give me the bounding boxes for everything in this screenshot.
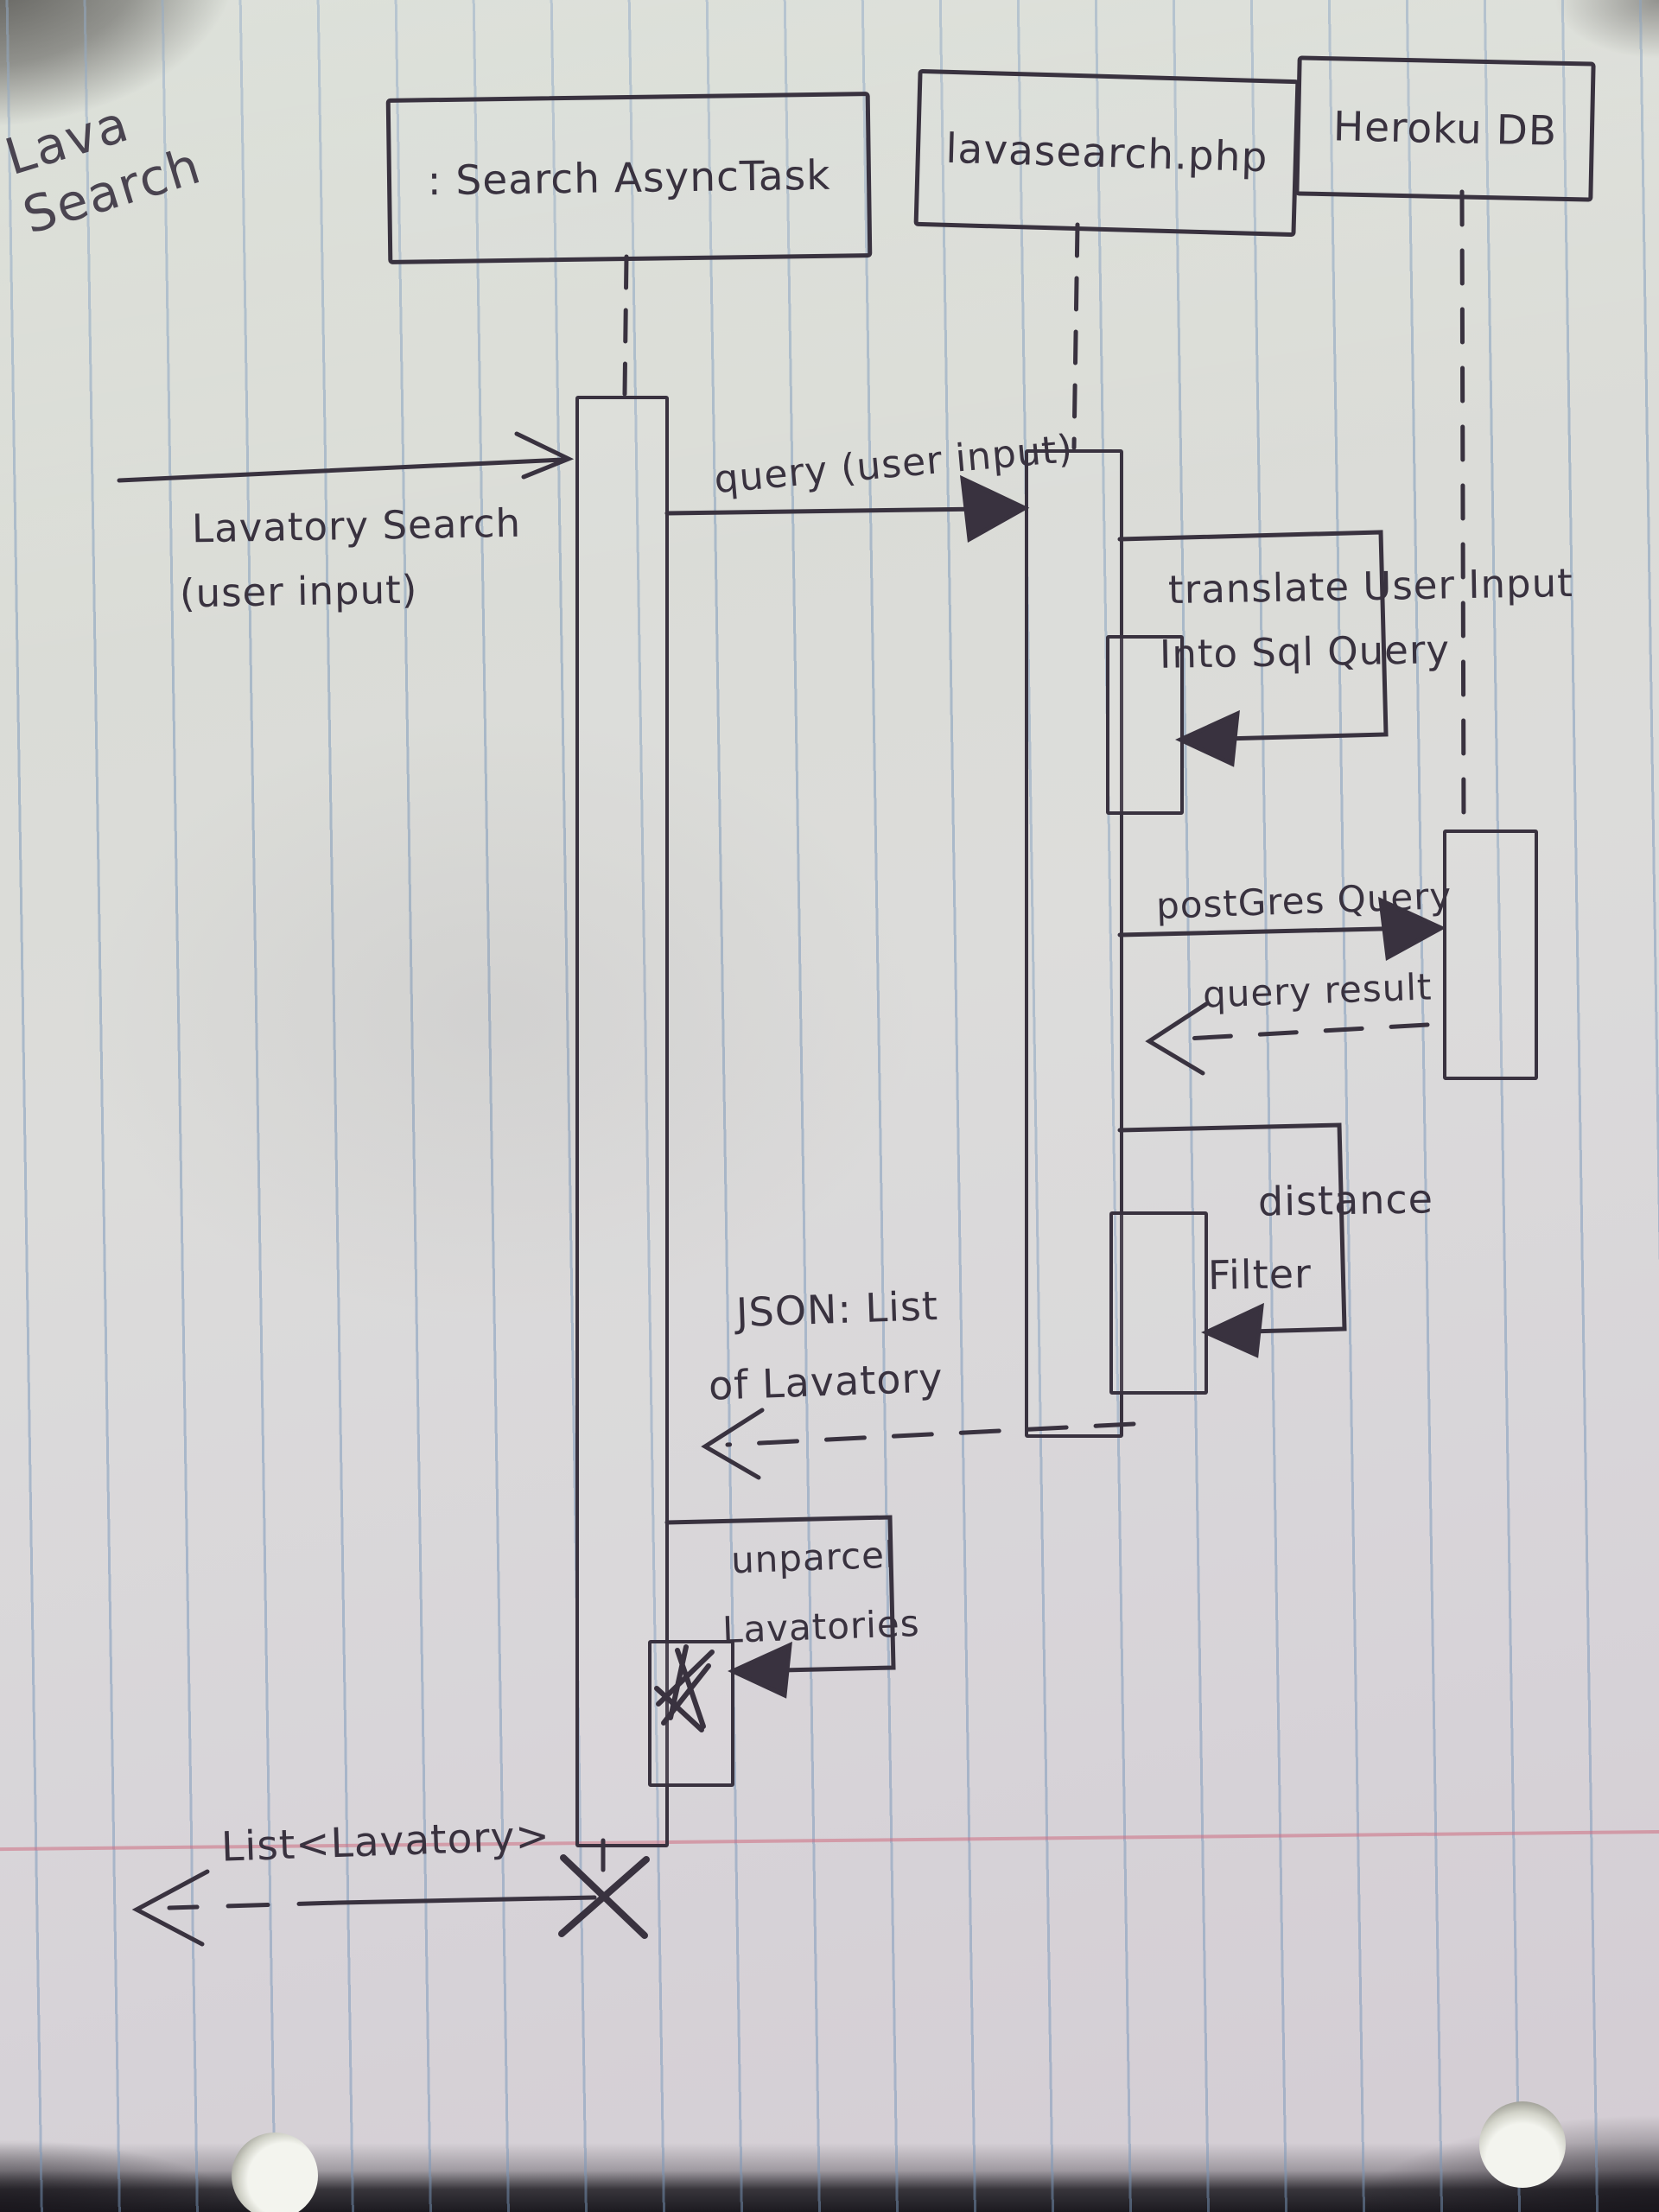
label-json-1: JSON: List bbox=[735, 1281, 939, 1337]
selfcall-distance-arrowhead bbox=[1201, 1302, 1264, 1358]
message-postgres-line bbox=[1117, 925, 1420, 938]
punch-hole-left bbox=[232, 2133, 318, 2212]
message-final-arrowhead bbox=[131, 1869, 210, 1947]
label-lavatory-search-2: (user input) bbox=[179, 566, 418, 617]
message-final-line-solid bbox=[336, 1895, 597, 1905]
selfcall-translate-path bbox=[1117, 530, 1389, 742]
lifeline-lavasearch bbox=[1071, 222, 1080, 450]
label-translate-2: Into Sql Query bbox=[1159, 626, 1451, 677]
activation-heroku bbox=[1443, 830, 1538, 1080]
lifeline-heroku bbox=[1459, 189, 1466, 830]
message-json-line bbox=[725, 1421, 1136, 1447]
scribble-marks bbox=[654, 1644, 715, 1732]
message-query-result-line bbox=[1169, 1022, 1430, 1042]
message-json-arrowhead bbox=[701, 1408, 765, 1480]
lifeline-search-asynctask bbox=[622, 254, 629, 397]
label-distance-1: distance bbox=[1257, 1175, 1434, 1225]
activation-lavasearch bbox=[1025, 449, 1123, 1438]
activation-distance-selfcall bbox=[1109, 1211, 1208, 1395]
message-lavatory-search-arrowhead bbox=[514, 431, 575, 480]
label-unparcel-1: unparcel bbox=[730, 1533, 897, 1582]
activation-translate-selfcall bbox=[1106, 635, 1184, 815]
selfcall-unparcel-arrowhead bbox=[728, 1641, 792, 1699]
label-lavatory-search-1: Lavatory Search bbox=[191, 499, 522, 552]
message-query-arrowhead bbox=[960, 474, 1030, 543]
activation-search-asynctask bbox=[575, 396, 669, 1847]
selfcall-distance-path bbox=[1117, 1122, 1347, 1335]
message-final-line-dashed bbox=[167, 1900, 341, 1910]
message-query-result-arrowhead bbox=[1145, 1001, 1209, 1076]
label-unparcel-2: Lavatories bbox=[721, 1602, 921, 1651]
label-translate-1: translate User Input bbox=[1167, 559, 1574, 613]
label-json-2: of Lavatory bbox=[708, 1354, 944, 1409]
selfcall-translate-arrowhead bbox=[1175, 709, 1240, 767]
activation-unparcel-selfcall bbox=[648, 1640, 734, 1787]
label-distance-2: Filter bbox=[1207, 1249, 1313, 1300]
message-query-line bbox=[664, 506, 988, 516]
label-query-result: query result bbox=[1202, 965, 1433, 1016]
selfcall-unparcel-path bbox=[664, 1515, 896, 1674]
punch-hole-right bbox=[1479, 2101, 1566, 2188]
destroy-x-mark bbox=[558, 1854, 650, 1939]
message-postgres-arrowhead bbox=[1377, 896, 1446, 961]
message-lavatory-search-line bbox=[117, 457, 566, 483]
